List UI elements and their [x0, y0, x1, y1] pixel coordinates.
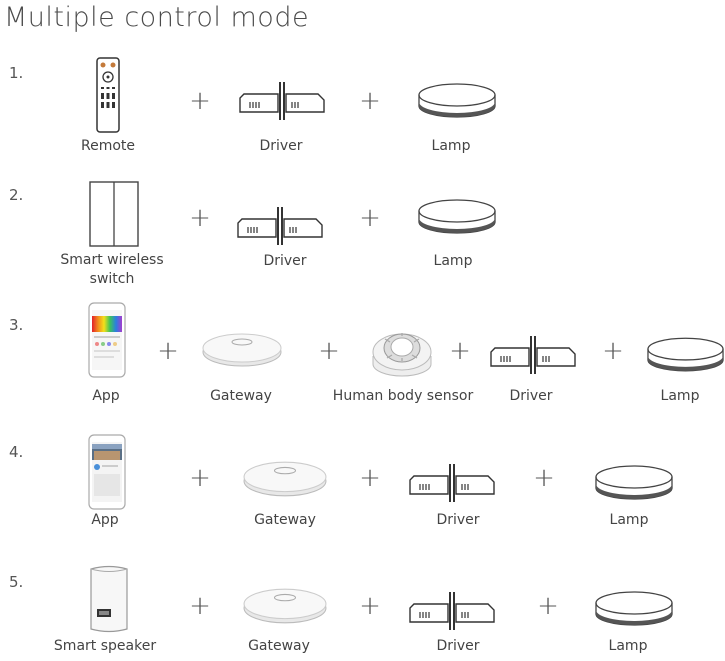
driver-label: Driver — [259, 138, 303, 154]
plus-sign: + — [359, 203, 381, 233]
remote-label: Remote — [80, 138, 136, 154]
lamp-label: Lamp — [608, 638, 648, 654]
plus-sign: + — [189, 203, 211, 233]
plus-sign: + — [359, 591, 381, 621]
plus-sign: + — [189, 86, 211, 116]
switch-label-line1: Smart wireless — [60, 252, 164, 268]
lamp-icon — [594, 464, 674, 504]
driver-icon — [238, 80, 326, 122]
plus-sign: + — [602, 336, 624, 366]
row-number: 5. — [9, 573, 24, 591]
speaker-label: Smart speaker — [53, 638, 157, 654]
wall-switch-icon — [89, 181, 139, 247]
page-title: Multiple control mode — [4, 2, 310, 33]
smart-speaker-icon — [87, 565, 131, 633]
switch-label-line2: switch — [89, 271, 135, 287]
lamp-label: Lamp — [433, 253, 473, 269]
gateway-icon — [201, 330, 283, 370]
lamp-label: Lamp — [660, 388, 700, 404]
sensor-icon — [369, 322, 435, 378]
plus-sign: + — [157, 336, 179, 366]
driver-label: Driver — [436, 638, 480, 654]
plus-sign: + — [537, 591, 559, 621]
row-number: 1. — [9, 64, 24, 82]
app-label: App — [92, 388, 120, 404]
driver-label: Driver — [436, 512, 480, 528]
switch-label: Smart wireless switch — [60, 251, 163, 289]
driver-label: Driver — [263, 253, 307, 269]
gateway-icon — [240, 585, 330, 627]
phone-app-icon — [88, 434, 126, 510]
plus-sign: + — [189, 463, 211, 493]
app-label: App — [91, 512, 119, 528]
lamp-icon — [594, 590, 674, 630]
driver-icon — [489, 334, 577, 376]
phone-app-icon — [88, 302, 126, 378]
driver-icon — [408, 590, 496, 632]
plus-sign: + — [359, 463, 381, 493]
remote-icon — [96, 57, 120, 133]
sensor-label: Human body sensor — [332, 388, 474, 404]
plus-sign: + — [533, 463, 555, 493]
plus-sign: + — [189, 591, 211, 621]
plus-sign: + — [318, 336, 340, 366]
driver-icon — [236, 205, 324, 247]
plus-sign: + — [359, 86, 381, 116]
driver-label: Driver — [509, 388, 553, 404]
gateway-label: Gateway — [254, 512, 316, 528]
gateway-label: Gateway — [210, 388, 272, 404]
lamp-icon — [646, 336, 725, 376]
row-number: 4. — [9, 443, 24, 461]
lamp-label: Lamp — [609, 512, 649, 528]
plus-sign: + — [449, 336, 471, 366]
lamp-icon — [417, 198, 497, 238]
row-number: 3. — [9, 316, 24, 334]
row-number: 2. — [9, 186, 24, 204]
lamp-label: Lamp — [431, 138, 471, 154]
lamp-icon — [417, 82, 497, 122]
gateway-label: Gateway — [248, 638, 310, 654]
driver-icon — [408, 462, 496, 504]
gateway-icon — [240, 458, 330, 500]
